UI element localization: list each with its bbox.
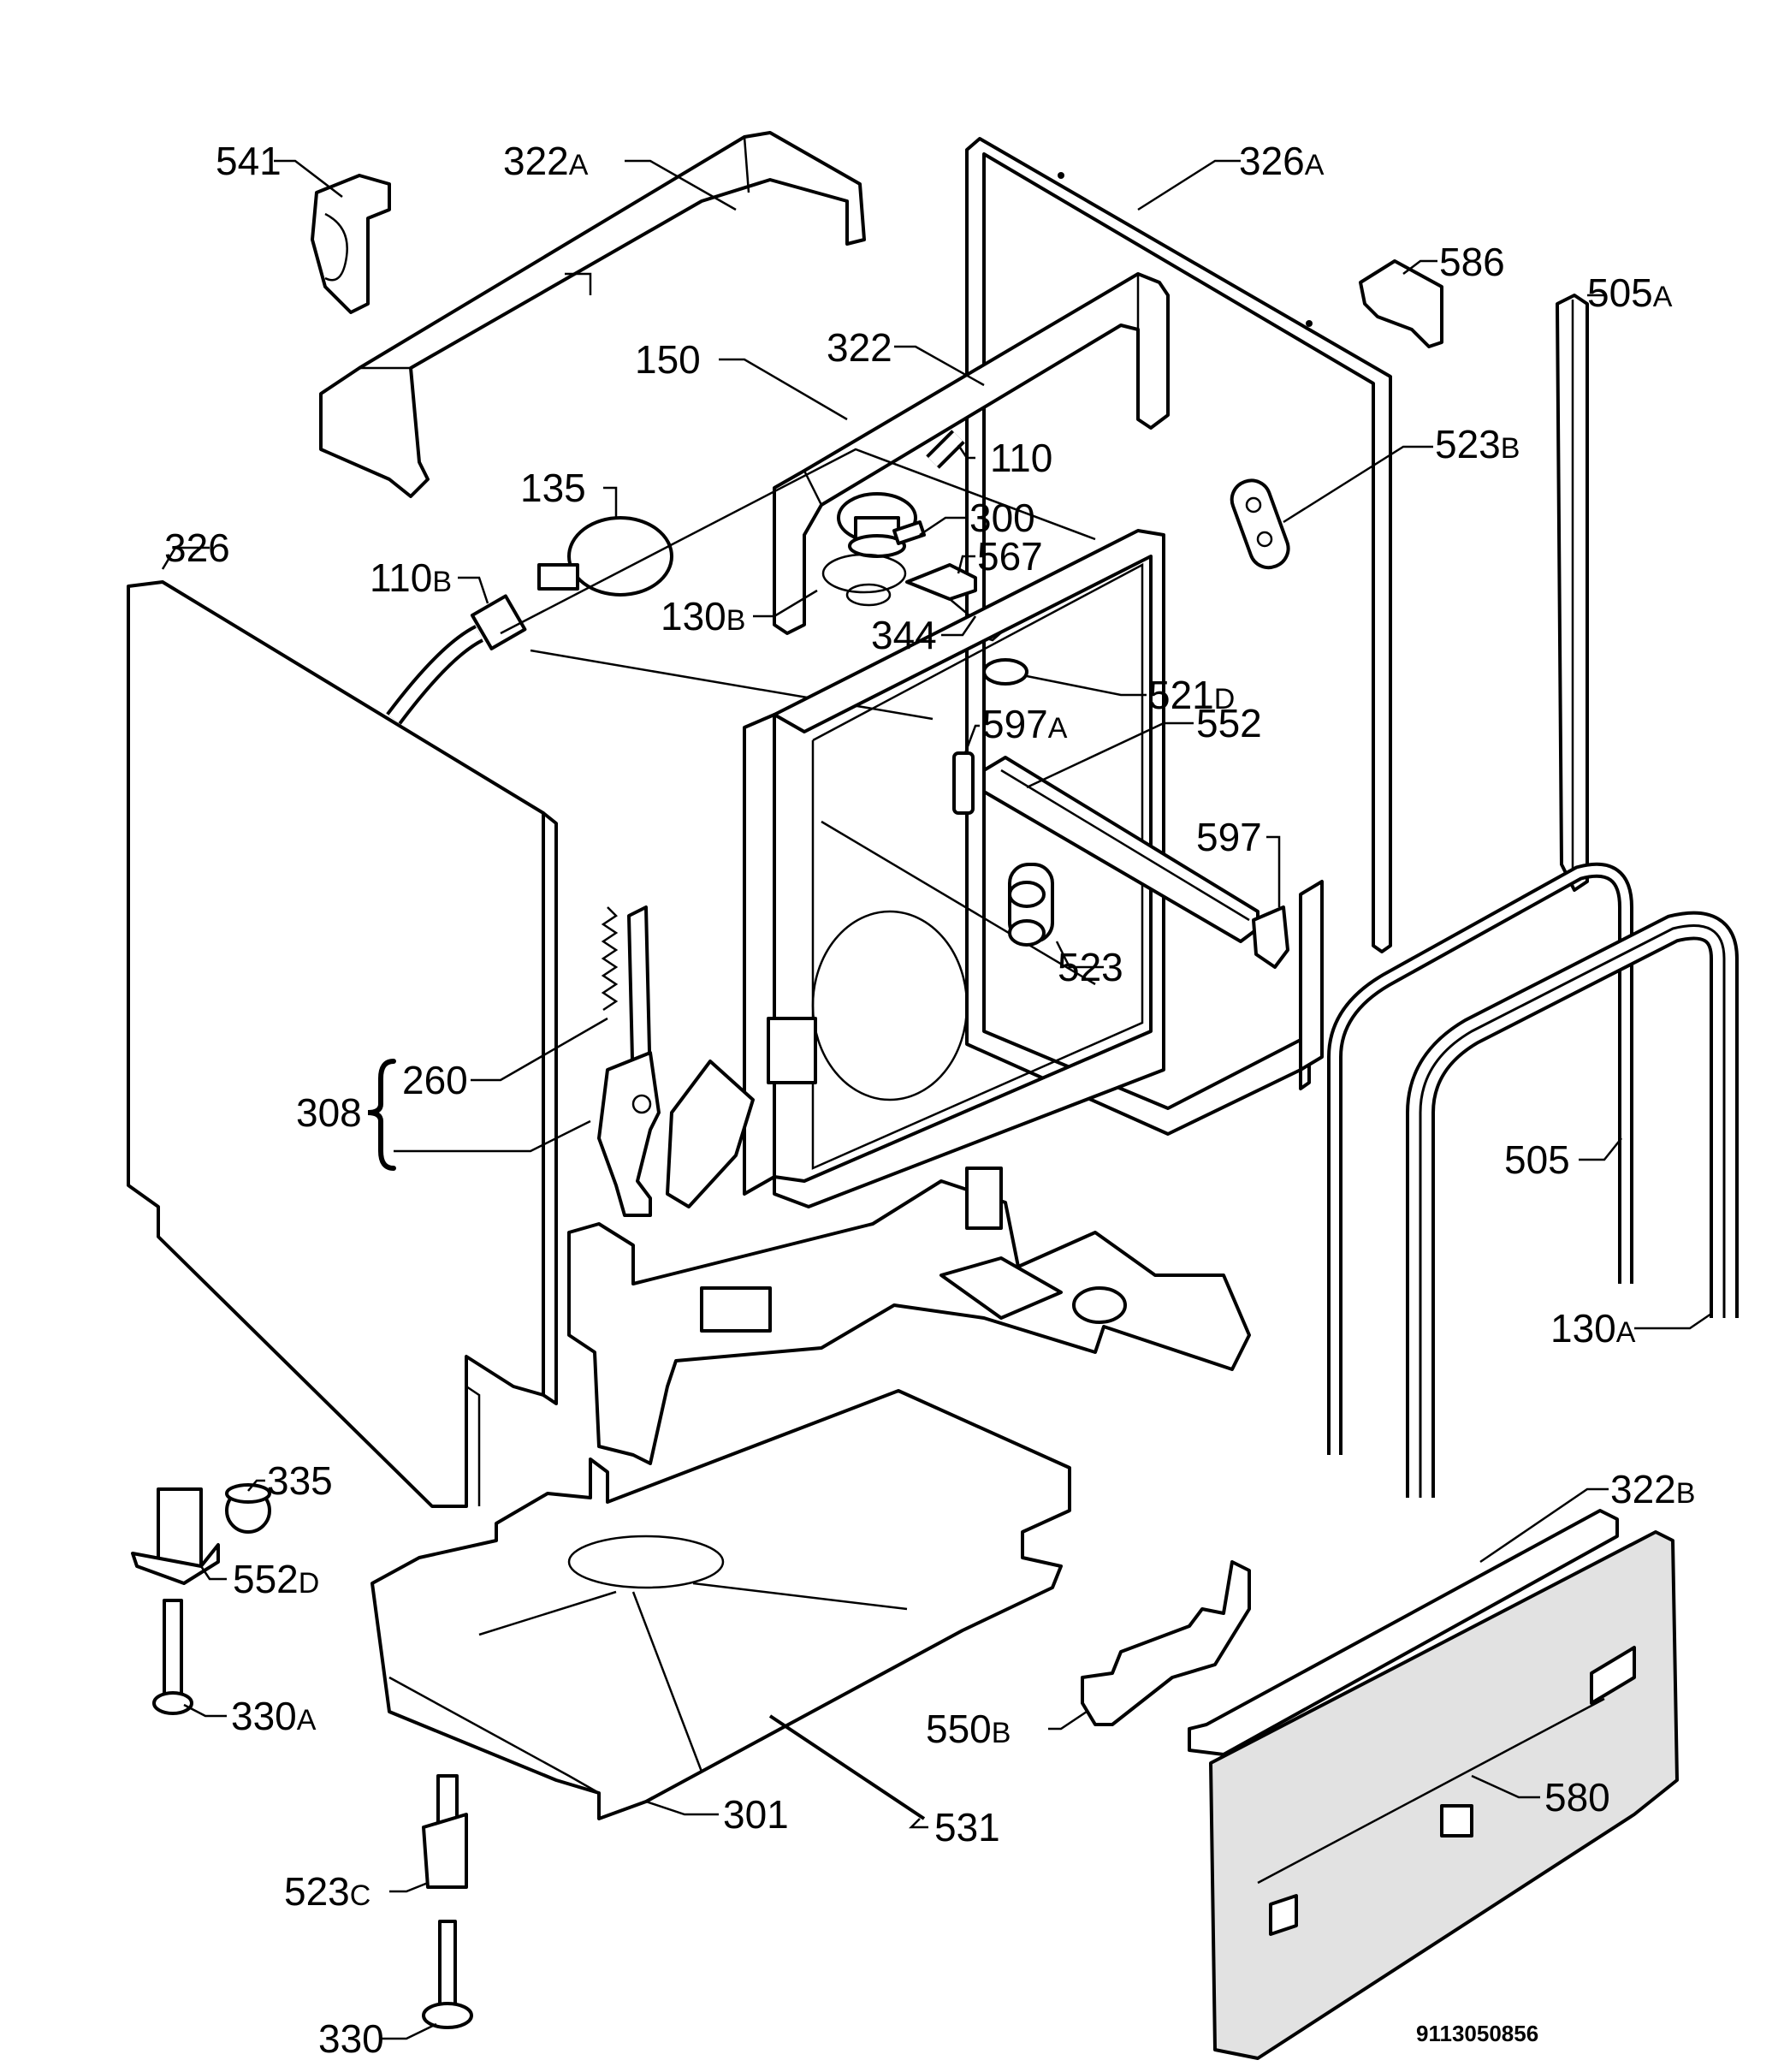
label-135: 135 [520,466,586,510]
label-597a: 597A [982,702,1068,746]
label-335: 335 [267,1458,333,1503]
label-521d: 521D [1148,673,1235,717]
label-597: 597 [1196,815,1262,859]
leader-lines [161,159,1712,2040]
part-326a-side-panel [965,137,1392,1136]
label-541: 541 [216,139,282,183]
part-523-grommet [1008,863,1054,947]
part-130b-ring [821,553,907,607]
label-505: 505 [1504,1137,1570,1182]
callout-labels: 541 322A 326A 586 505A 150 322 110 523B … [164,139,1695,2061]
label-550b: 550B [926,1707,1011,1751]
label-505a: 505A [1587,270,1673,315]
part-580-kick-plate [1188,1509,1679,2060]
part-550b-bracket [1081,1560,1251,1726]
label-110b: 110B [370,555,452,600]
part-135-cap [537,516,673,597]
label-552: 552 [1196,701,1262,745]
label-260: 260 [402,1058,468,1102]
part-tub-frame [743,529,1165,1208]
diagram-code: 9113050856 [1416,2021,1538,2046]
label-301: 301 [723,1792,789,1837]
part-552d-support [131,1487,220,1585]
part-300-valve [837,492,926,558]
label-130a: 130A [1550,1306,1636,1351]
label-130b: 130B [661,594,745,638]
label-150: 150 [635,337,701,382]
part-301-base-tray [370,1389,1071,1820]
part-322a-top-frame [319,131,866,498]
part-330-screw [422,1920,473,2029]
part-597-clip [1252,905,1289,969]
part-150-tub-top [500,448,1096,721]
part-326-side-panel [127,580,558,1508]
label-531: 531 [934,1805,1000,1849]
label-326: 326 [164,525,230,570]
label-322a: 322A [503,139,589,183]
part-110-tube [926,430,965,469]
part-110b-hose [386,594,527,725]
label-326a: 326A [1239,139,1325,183]
part-523b-grommet [1230,478,1290,570]
label-552d: 552D [233,1557,319,1601]
label-308: 308 [296,1090,362,1135]
part-330a-screw [152,1599,193,1715]
label-567: 567 [977,534,1043,579]
part-523c-hinge-pin [422,1774,468,1889]
label-523c: 523C [284,1869,370,1914]
label-322: 322 [827,325,892,370]
label-300: 300 [969,496,1035,540]
label-523b: 523B [1435,422,1520,466]
part-335-nut [225,1483,271,1534]
part-base-frame [567,1167,1251,1465]
label-344: 344 [871,613,937,657]
part-308-hinge-assembly [597,905,755,1217]
label-110: 110 [990,436,1052,480]
label-322b: 322B [1610,1467,1695,1511]
part-505-door-seal [1327,862,1633,1455]
label-330: 330 [318,2016,384,2061]
part-521d-ring [982,658,1028,686]
part-322-top-frame [773,272,1170,635]
bracket-308 [367,1059,396,1171]
part-531-rod [768,1714,926,1820]
label-580: 580 [1544,1775,1610,1820]
label-586: 586 [1439,240,1505,284]
part-541-clip [311,174,391,314]
part-586-bracket [1359,259,1443,348]
label-330a: 330A [231,1694,317,1738]
part-597a-clip [952,751,975,815]
label-523: 523 [1058,945,1123,989]
part-130a-door-seal [1406,911,1739,1498]
part-505a-seal-strip [1556,294,1589,892]
